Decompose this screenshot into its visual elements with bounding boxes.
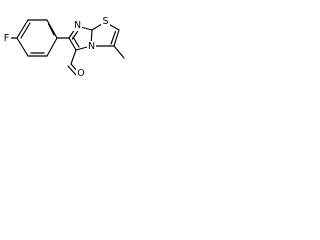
molecule-structure: F N N S O: [2, 16, 125, 79]
atom-sulfur-label: S: [102, 16, 108, 27]
bond-c3-methyl: [113, 45, 125, 59]
bond-ring-double-a: [20, 22, 31, 39]
bond-ring-c1-c2: [16, 19, 29, 39]
atom-sulfur: S: [101, 16, 110, 27]
atom-labels: F N N S O: [2, 16, 110, 79]
atom-nitrogen-imidazole: N: [73, 20, 82, 31]
atom-oxygen-label: O: [77, 68, 84, 79]
bond-c5-c6: [68, 37, 77, 51]
bond-ring-c3-c4: [46, 19, 58, 39]
atom-fluorine: F: [2, 32, 11, 44]
bond-lines: [9, 19, 125, 76]
atom-nitrogen-imidazole-bg: [73, 20, 82, 31]
bond-c2-c3-double: [110, 30, 117, 45]
atom-nitrogen-bridge-label: N: [88, 41, 95, 52]
bond-c5-c6-double: [72, 36, 80, 48]
bond-ring-double-b: [47, 23, 55, 36]
bond-ring-c4-c5: [46, 37, 58, 57]
bond-cho-o-double: [67, 65, 77, 76]
atom-oxygen: O: [76, 68, 86, 79]
bond-c2-c3: [113, 29, 120, 47]
bond-c5-cho: [70, 49, 77, 65]
bond-ring-c6-c1: [16, 37, 29, 57]
atom-nitrogen-bridge: N: [87, 41, 96, 52]
atom-oxygen-bg: [76, 68, 86, 79]
atom-fluorine-label: F: [4, 33, 9, 44]
atom-nitrogen-imidazole-label: N: [74, 20, 81, 31]
atom-nitrogen-bridge-bg: [87, 41, 96, 52]
atom-sulfur-bg: [101, 16, 110, 27]
atom-fluorine-bg: [2, 32, 11, 44]
